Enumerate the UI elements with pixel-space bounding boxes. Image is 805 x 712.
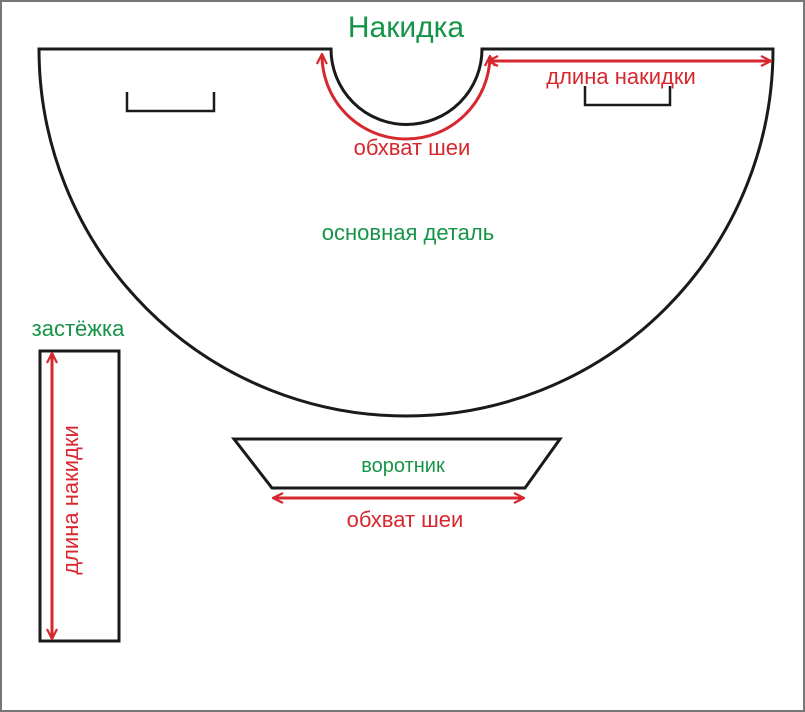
collar-neck-girth-label: обхват шеи xyxy=(347,507,464,532)
pocket-left xyxy=(125,92,216,113)
main-piece-label: основная деталь xyxy=(322,220,494,245)
fastener-label: застёжка xyxy=(32,316,125,341)
pocket-right xyxy=(583,86,672,107)
collar-outline xyxy=(230,437,563,490)
cape-length-label: длина накидки xyxy=(546,64,696,89)
fastener-length-label: длина накидки xyxy=(58,425,83,575)
neck-girth-label: обхват шеи xyxy=(354,135,471,160)
title: Накидка xyxy=(348,11,465,44)
main-piece-outline xyxy=(37,47,775,418)
neck-girth-arrow xyxy=(322,54,490,141)
collar-label: воротник xyxy=(361,455,445,477)
fastener-outline xyxy=(38,349,121,643)
